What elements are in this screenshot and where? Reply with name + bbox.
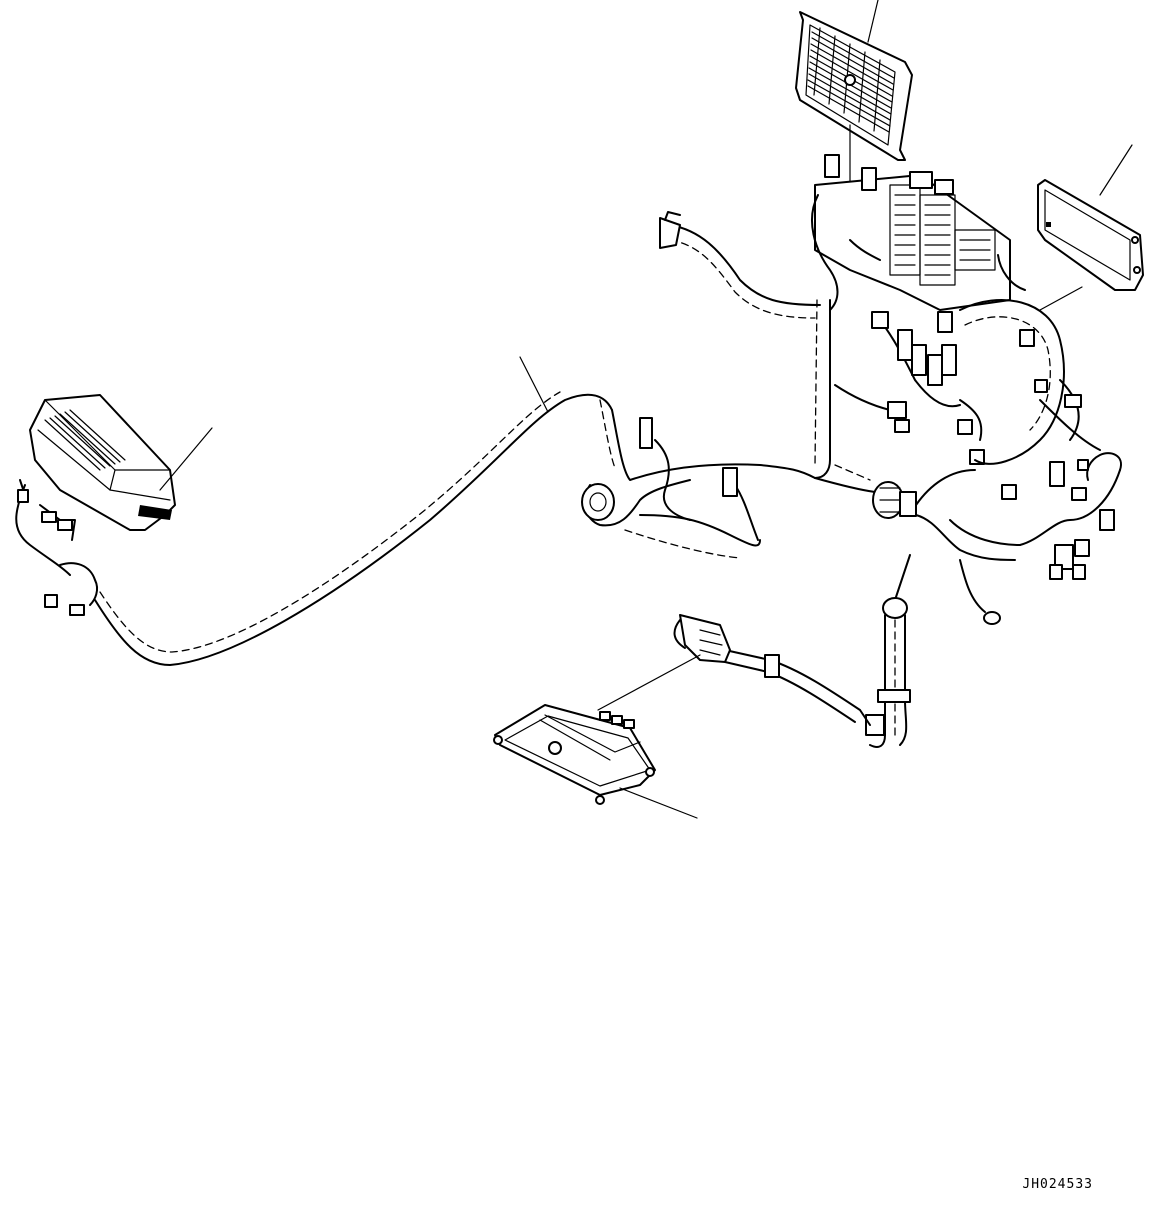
left-controller-module: [15, 394, 176, 616]
bottom-ecu-module: [493, 704, 656, 805]
right-box-leader-line: [1099, 144, 1133, 196]
middle-connectors: [639, 417, 759, 541]
ecu-connector-harness: [673, 614, 871, 726]
top-panel-cover: [795, 11, 913, 161]
left-branch-cable: [659, 211, 821, 319]
top-panel-leader-line: [867, 0, 879, 43]
lower-harness: [865, 554, 911, 748]
relay-cluster: [834, 311, 985, 465]
round-connector-assembly: [814, 469, 1021, 625]
drawing-code-label: JH024533: [1022, 1177, 1093, 1192]
ecu-connector-line: [597, 654, 701, 711]
main-harness: [94, 391, 816, 666]
right-box-connector-line: [1039, 286, 1083, 311]
right-controller-box: [1037, 179, 1144, 291]
fuse-relay-block: [811, 154, 1026, 311]
ecu-leader-line: [619, 787, 698, 819]
far-right-branch: [1001, 399, 1122, 580]
vertical-harness: [814, 299, 871, 481]
left-module-leader-line: [159, 427, 213, 491]
harness-leader-line: [519, 356, 549, 413]
right-loop-harness: [959, 299, 1082, 465]
